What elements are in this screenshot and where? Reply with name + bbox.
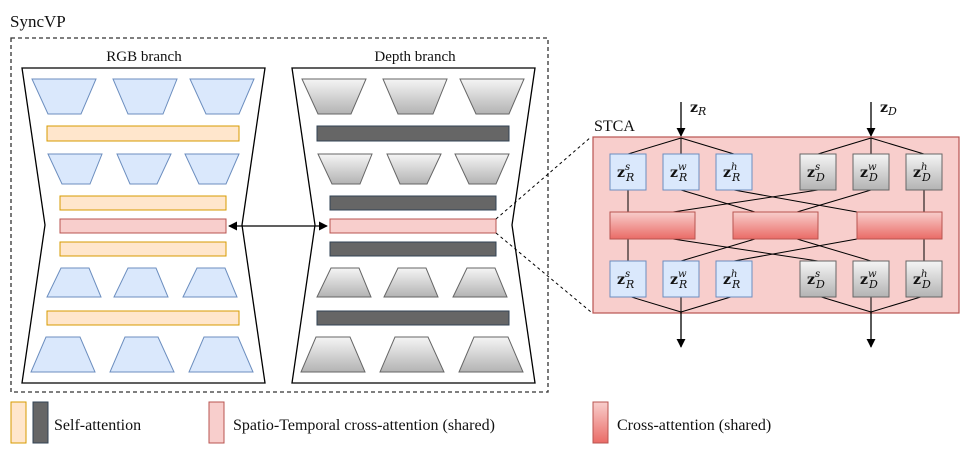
- syncvp-title: SyncVP: [10, 12, 66, 31]
- depth-branch-title: Depth branch: [374, 49, 456, 65]
- token-box: [609, 153, 647, 191]
- legend-swatch-cross-attention: [592, 401, 609, 444]
- zoom-guide-line: [495, 136, 592, 220]
- bottom-cross-connections: [627, 238, 925, 262]
- rgb-up-block: [182, 267, 238, 298]
- rgb-down-block: [189, 78, 255, 115]
- rgb-branch-title: RGB branch: [106, 49, 182, 65]
- rgb-down-block: [116, 153, 172, 185]
- rgb-down-block: [31, 78, 97, 115]
- token-box: [799, 153, 837, 191]
- rgb-down-block: [47, 153, 103, 185]
- token-box: [852, 260, 890, 298]
- rgb-branch: RGB branch: [21, 49, 266, 384]
- depth-down-block: [386, 153, 442, 185]
- depth-up-block: [316, 267, 372, 298]
- rgb-up-block: [188, 336, 254, 373]
- token-box: [799, 260, 837, 298]
- depth-down-block: [454, 153, 510, 185]
- depth-down-block: [301, 78, 367, 115]
- stca-title: STCA: [594, 118, 635, 135]
- legend-swatch-stca: [208, 401, 225, 444]
- rgb-stca-bar: [59, 218, 227, 234]
- rgb-self-attention-bar: [59, 195, 227, 211]
- rgb-down-block: [184, 153, 240, 185]
- depth-up-block: [300, 336, 366, 373]
- depth-up-block: [383, 267, 439, 298]
- token-box: [662, 260, 700, 298]
- stca-panel: STCA zR zD: [592, 100, 960, 348]
- rgb-self-attention-bar: [46, 310, 240, 326]
- depth-up-block: [379, 336, 445, 373]
- fan-in-lines: [627, 295, 925, 313]
- rgb-up-block: [30, 336, 96, 373]
- rgb-up-block: [113, 267, 169, 298]
- legend: Self-attention Spatio-Temporal cross-att…: [10, 401, 771, 444]
- cross-attention-block: [856, 211, 943, 240]
- rgb-self-attention-bar: [46, 125, 240, 142]
- depth-down-block: [459, 78, 525, 115]
- depth-up-block: [452, 267, 508, 298]
- token-box: [609, 260, 647, 298]
- depth-up-block: [458, 336, 524, 373]
- cross-attention-block: [732, 211, 819, 240]
- rgb-self-attention-bar: [59, 241, 227, 257]
- depth-branch: Depth branch: [291, 49, 536, 384]
- token-box: [852, 153, 890, 191]
- depth-self-attention-bar: [316, 125, 510, 142]
- depth-self-attention-bar: [316, 310, 510, 326]
- token-box: [662, 153, 700, 191]
- depth-down-block: [382, 78, 448, 115]
- depth-self-attention-bar: [329, 241, 497, 257]
- input-label-depth: zD: [880, 100, 897, 118]
- token-box: [715, 260, 753, 298]
- syncvp-frame: [10, 37, 549, 393]
- top-cross-connections: [627, 189, 925, 213]
- legend-label-cross-attention: Cross-attention (shared): [617, 417, 771, 434]
- cross-attention-block: [609, 211, 696, 240]
- legend-label-stca: Spatio-Temporal cross-attention (shared): [233, 417, 495, 434]
- zoom-guide-line: [495, 232, 592, 313]
- rgb-up-block: [109, 336, 175, 373]
- rgb-up-block: [46, 267, 102, 298]
- token-box: [905, 260, 943, 298]
- legend-swatch-self-attention-depth: [32, 401, 49, 444]
- depth-down-block: [317, 153, 373, 185]
- depth-self-attention-bar: [329, 195, 497, 211]
- legend-label-self-attention: Self-attention: [54, 417, 141, 434]
- token-box: [715, 153, 753, 191]
- token-box: [905, 153, 943, 191]
- fan-out-lines: [627, 137, 925, 155]
- legend-swatch-self-attention-rgb: [10, 401, 27, 444]
- rgb-down-block: [112, 78, 178, 115]
- input-label-rgb: zR: [690, 100, 706, 118]
- depth-stca-bar: [329, 218, 497, 234]
